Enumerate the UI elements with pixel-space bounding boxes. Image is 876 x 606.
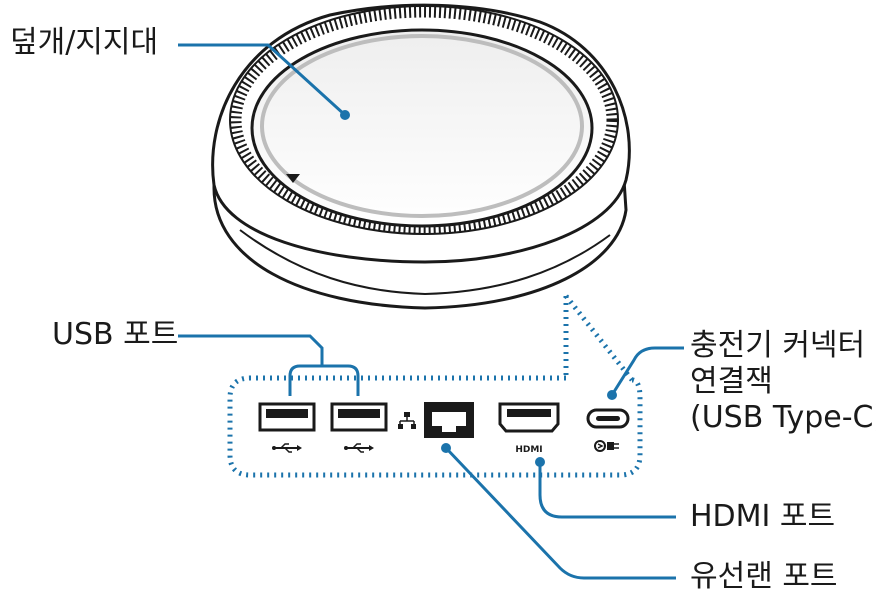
usb-callout-line (178, 334, 360, 396)
charger-connector-label: 충전기 커넥터 연결잭 (USB Type-C) (690, 328, 876, 436)
hdmi-callout-dot (535, 457, 545, 467)
charger-label-line-2: 연결잭 (690, 364, 773, 399)
hdmi-port (498, 402, 560, 433)
usb-port-1 (258, 402, 316, 432)
usb-port-label: USB 포트 (52, 317, 179, 352)
charger-callout-dot (607, 390, 617, 400)
dock-body (211, 3, 631, 310)
usb-port-2 (330, 402, 388, 432)
network-icon (398, 412, 416, 429)
usb-symbol-icon (272, 443, 302, 453)
lan-port (424, 402, 474, 438)
hdmi-callout-line (538, 462, 676, 519)
usb-symbol-icon (344, 443, 374, 453)
cover-stand-label: 덮개/지지대 (10, 25, 159, 60)
port-panel-outline (227, 375, 643, 478)
lan-port-label: 유선랜 포트 (690, 559, 838, 594)
lan-callout-dot (441, 443, 451, 453)
cover-callout-line (178, 43, 347, 117)
charging-plug-icon (594, 440, 619, 452)
lan-callout-line (444, 446, 676, 580)
triangle-marker-icon (286, 174, 300, 183)
charger-label-line-3: (USB Type-C) (690, 400, 876, 435)
zoom-line-right (564, 294, 634, 382)
hdmi-port-text: HDMI (515, 445, 542, 455)
usb-c-port (586, 408, 630, 429)
cover-callout-dot (340, 110, 350, 120)
charger-callout-line (610, 346, 684, 396)
hdmi-port-label: HDMI 포트 (690, 499, 836, 534)
charger-label-line-1: 충전기 커넥터 (690, 328, 866, 363)
